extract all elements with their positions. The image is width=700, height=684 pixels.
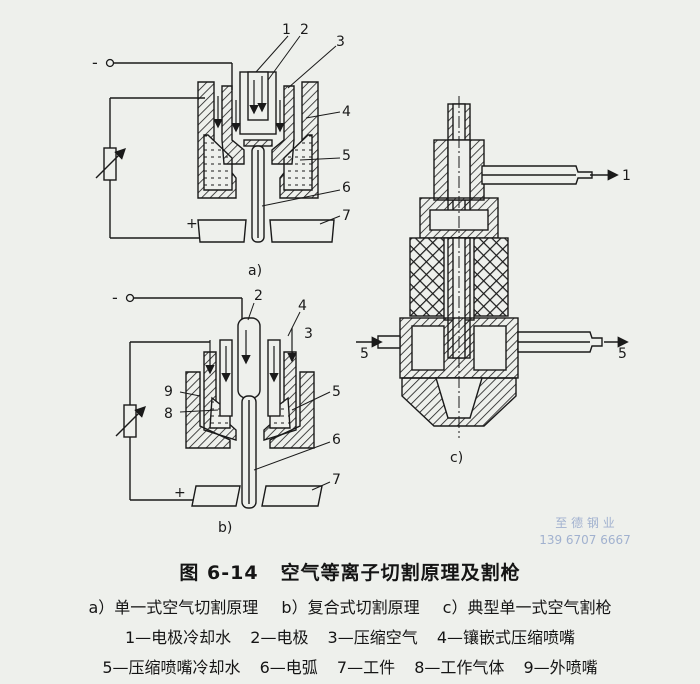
figure-drawing: - + — [92, 22, 631, 536]
legend-item-9: 9—外喷嘴 — [523, 658, 598, 677]
callout-c-5-right: 5 — [618, 346, 627, 362]
callout-a-3: 3 — [336, 34, 345, 50]
flow-arrows-a — [213, 76, 285, 133]
circuit-a — [95, 62, 233, 239]
torch-a — [197, 71, 319, 243]
workpiece-a — [197, 219, 335, 243]
panel-label-c: c) — [450, 450, 463, 466]
callout-b-2: 2 — [254, 288, 263, 304]
subcaption-a: a）单一式空气切割原理 — [88, 598, 259, 617]
terminal-a-neg — [105, 58, 115, 68]
terminal-b-neg — [125, 293, 135, 303]
panel-label-a: a) — [248, 263, 262, 279]
callout-c-5-left: 5 — [360, 346, 369, 362]
plus-label-a: + — [186, 216, 198, 232]
callout-b-9: 9 — [164, 384, 173, 400]
legend-item-8: 8—工作气体 — [414, 658, 505, 677]
legend-item-6: 6—电弧 — [259, 658, 318, 677]
callout-c-1: 1 — [622, 168, 631, 184]
watermark: 至 德 钢 业 139 6707 6667 — [500, 515, 670, 549]
callout-a-7: 7 — [342, 208, 351, 224]
circuit-b — [115, 297, 243, 501]
callout-b-6: 6 — [332, 432, 341, 448]
torch-b — [185, 317, 315, 509]
callout-a-4: 4 — [342, 104, 351, 120]
legend-item-2: 2—电极 — [250, 628, 309, 647]
panel-label-b: b) — [218, 520, 232, 536]
figure-number: 图 6-14 — [179, 562, 259, 584]
callout-b-7: 7 — [332, 472, 341, 488]
callout-a-2: 2 — [300, 22, 309, 38]
callout-b-3: 3 — [304, 326, 313, 342]
callout-a-5: 5 — [342, 148, 351, 164]
legend-line-1: 1—电极冷却水 2—电极 3—压缩空气 4—镶嵌式压缩喷嘴 — [0, 624, 700, 648]
minus-label-b: - — [112, 288, 118, 307]
callout-b-8: 8 — [164, 406, 173, 422]
subcaption-line: a）单一式空气切割原理 b）复合式切割原理 c）典型单一式空气割枪 — [0, 594, 700, 618]
workpiece-b — [191, 485, 323, 507]
legend-item-5: 5—压缩喷嘴冷却水 — [102, 658, 241, 677]
legend-item-4: 4—镶嵌式压缩喷嘴 — [436, 628, 576, 647]
subcaption-b: b）复合式切割原理 — [281, 598, 420, 617]
diagram-b: - + — [112, 288, 341, 536]
minus-label-a: - — [92, 53, 98, 72]
flow-arrows-b — [205, 328, 297, 383]
figure-caption: 图 6-14 空气等离子切割原理及割枪 — [0, 558, 700, 585]
callout-b-4: 4 — [298, 298, 307, 314]
legend-item-3: 3—压缩空气 — [327, 628, 418, 647]
callout-b-5: 5 — [332, 384, 341, 400]
legend-item-7: 7—工件 — [336, 658, 396, 677]
legend-item-1: 1—电极冷却水 — [124, 628, 232, 647]
watermark-line-2: 139 6707 6667 — [539, 533, 631, 547]
diagram-c — [356, 96, 629, 438]
legend-line-2: 5—压缩喷嘴冷却水 6—电弧 7—工件 8—工作气体 9—外喷嘴 — [0, 654, 700, 678]
figure-title: 空气等离子切割原理及割枪 — [280, 562, 521, 584]
subcaption-c: c）典型单一式空气割枪 — [442, 598, 612, 617]
watermark-line-1: 至 德 钢 业 — [555, 516, 615, 530]
callout-a-6: 6 — [342, 180, 351, 196]
plus-label-b: + — [174, 485, 186, 501]
diagram-a: - + — [92, 22, 351, 279]
callout-a-1: 1 — [282, 22, 291, 38]
